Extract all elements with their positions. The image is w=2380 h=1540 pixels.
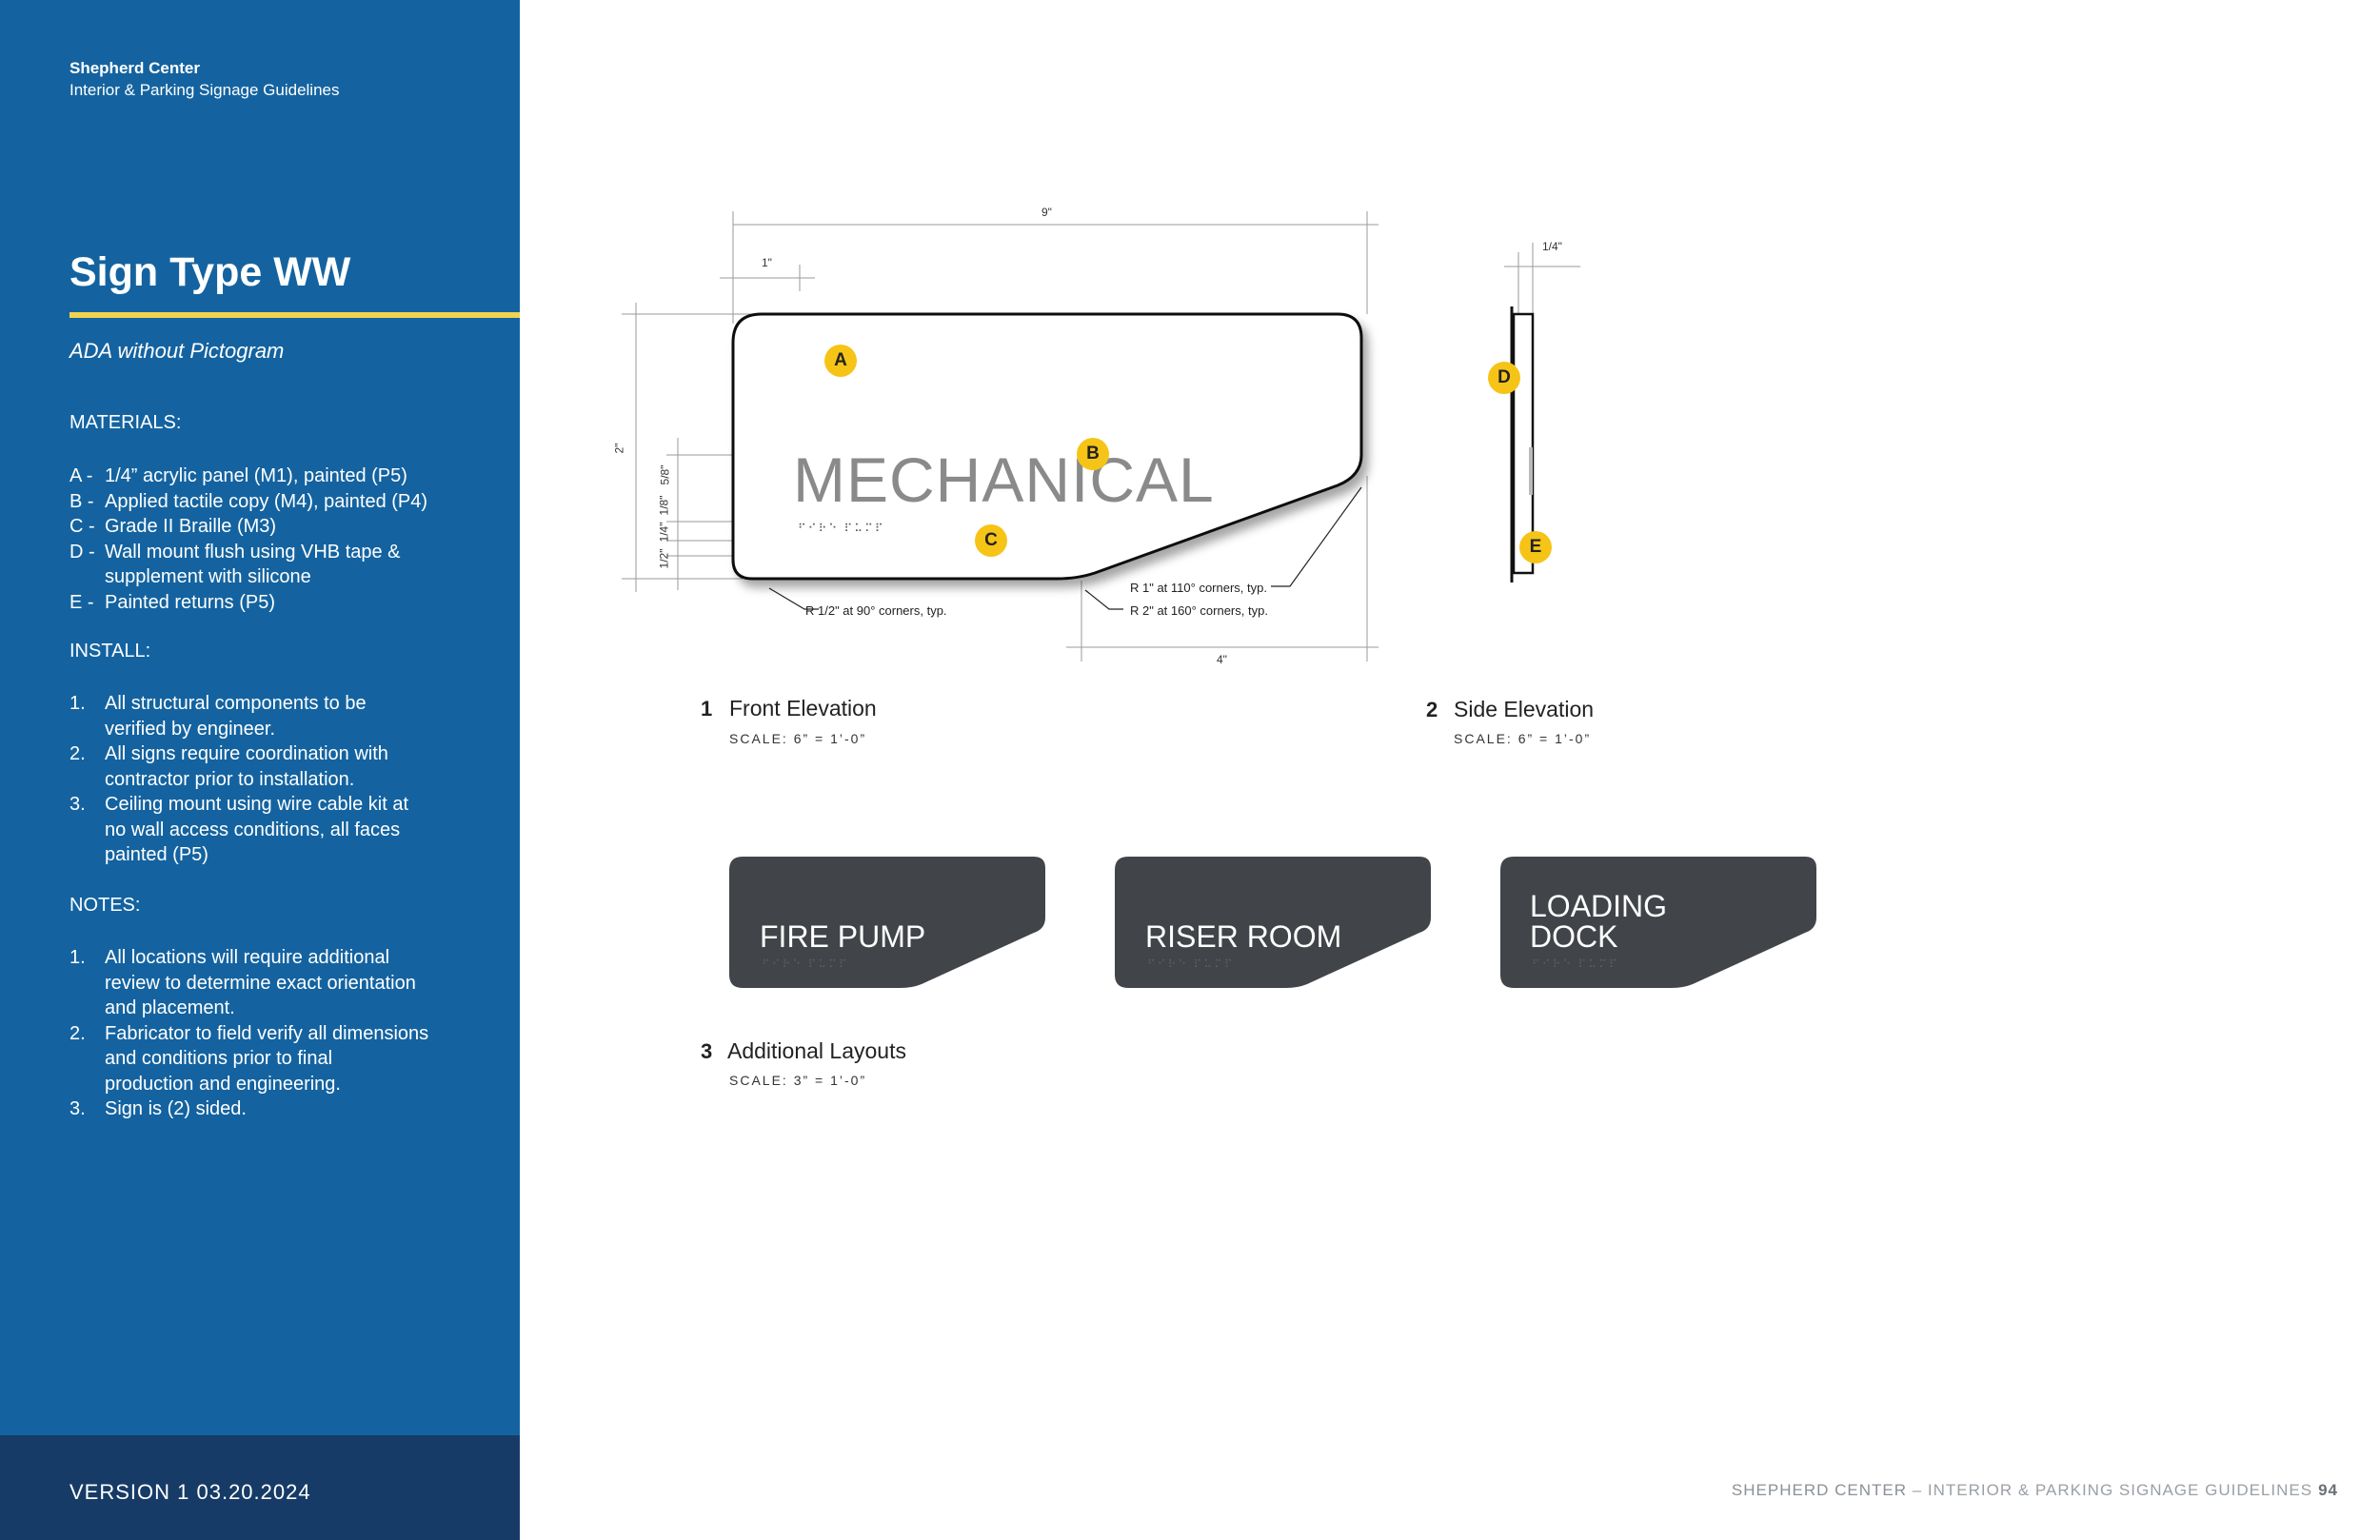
layout-3-braille: ⠋⠊⠗⠑ ⠏⠥⠍⠏ (1532, 958, 1619, 971)
footer-org: SHEPHERD CENTER (1731, 1481, 1908, 1499)
materials-item-line: supplement with silicone (105, 566, 311, 587)
install-key: 1. (69, 693, 86, 714)
materials-item-line: Applied tactile copy (M4), painted (P4) (105, 490, 428, 512)
side-caption-title: Side Elevation (1454, 697, 1595, 721)
install-item-line: All signs require coordination with (105, 743, 388, 764)
install-item-line: no wall access conditions, all faces (105, 819, 401, 840)
callout-e: E (1519, 531, 1552, 563)
front-sign-text: MECHANICAL (793, 444, 1215, 515)
materials-item-line: 1/4” acrylic panel (M1), painted (P5) (105, 465, 407, 486)
notes-item-line: Sign is (2) sided. (105, 1098, 247, 1119)
side-dim: 1/4" (1542, 240, 1562, 253)
footer-doc: INTERIOR & PARKING SIGNAGE GUIDELINES (1927, 1481, 2313, 1499)
note-r160: R 2" at 160° corners, typ. (1130, 603, 1268, 618)
materials-item-line: Wall mount flush using VHB tape & (105, 541, 401, 563)
front-caption-scale: SCALE: 6” = 1’-0” (729, 731, 867, 746)
additional-caption-num: 3 (701, 1039, 713, 1063)
page-number: 94 (2318, 1481, 2338, 1499)
front-braille: ⠋⠊⠗⠑ ⠏⠥⠍⠏ (798, 522, 885, 535)
install-item-line: Ceiling mount using wire cable kit at (105, 794, 409, 815)
install-key: 3. (69, 794, 86, 815)
layout-3-text-line2: DOCK (1530, 919, 1618, 954)
layout-3-text-line1: LOADING (1530, 889, 1668, 923)
brand-subtitle: Interior & Parking Signage Guidelines (69, 81, 340, 99)
page-title: Sign Type WW (69, 249, 351, 295)
notes-item-line: and placement. (105, 997, 235, 1018)
materials-heading: MATERIALS: (69, 412, 182, 433)
notes-item-line: Fabricator to field verify all dimension… (105, 1022, 429, 1044)
page-footer: SHEPHERD CENTER – INTERIOR & PARKING SIG… (1732, 1481, 2338, 1500)
materials-item-line: Grade II Braille (M3) (105, 516, 277, 537)
notes-item-line: and conditions prior to final (105, 1048, 333, 1069)
additional-caption-scale: SCALE: 3” = 1’-0” (729, 1073, 867, 1088)
front-caption-num: 1 (701, 697, 713, 721)
callout-c: C (975, 524, 1007, 557)
sidebar-footer (0, 1435, 520, 1540)
layout-2-text: RISER ROOM (1145, 919, 1342, 954)
notes-item-line: review to determine exact orientation (105, 972, 416, 994)
note-r110: R 1" at 110° corners, typ. (1130, 581, 1267, 595)
callout-a: A (824, 345, 857, 377)
notes-key: 1. (69, 947, 86, 968)
side-caption-num: 2 (1426, 698, 1438, 721)
layout-sign-1 (729, 857, 1045, 988)
materials-item-line: Painted returns (P5) (105, 591, 275, 613)
notes-item-line: All locations will require additional (105, 947, 390, 968)
layout-sign-3 (1500, 857, 1816, 988)
callout-d: D (1488, 362, 1520, 394)
layout-1-braille: ⠋⠊⠗⠑ ⠏⠥⠍⠏ (762, 958, 849, 971)
install-item-line: painted (P5) (105, 844, 208, 865)
note-r90: R 1/2" at 90° corners, typ. (805, 603, 947, 618)
front-caption-title: Front Elevation (729, 696, 877, 721)
install-item-line: verified by engineer. (105, 718, 276, 740)
materials-key: C - (69, 516, 95, 537)
materials-key: B - (69, 490, 94, 512)
side-caption-scale: SCALE: 6” = 1’-0” (1454, 731, 1592, 746)
layout-1-text: FIRE PUMP (760, 919, 926, 954)
version-label: VERSION 1 03.20.2024 (69, 1480, 311, 1504)
brand-name: Shepherd Center (69, 59, 200, 77)
footer-sep: – (1907, 1481, 1928, 1499)
install-item-line: contractor prior to installation. (105, 768, 355, 790)
notes-key: 2. (69, 1022, 86, 1044)
front-sign-panel (731, 312, 1363, 581)
layout-sign-2 (1115, 857, 1431, 988)
dim-inset: 1" (762, 256, 772, 269)
notes-item-line: production and engineering. (105, 1073, 341, 1095)
additional-caption-title: Additional Layouts (727, 1038, 906, 1063)
page-subtitle: ADA without Pictogram (69, 339, 285, 363)
materials-key: D - (69, 541, 95, 563)
materials-key: A - (69, 465, 93, 486)
install-heading: INSTALL: (69, 641, 151, 661)
dim-bottom: 4" (1217, 653, 1227, 666)
sidebar: Shepherd Center Interior & Parking Signa… (0, 0, 520, 1540)
notes-heading: NOTES: (69, 895, 141, 916)
callout-b: B (1077, 438, 1109, 470)
title-rule (69, 312, 520, 318)
install-key: 2. (69, 743, 86, 764)
materials-key: E - (69, 591, 94, 613)
install-item-line: All structural components to be (105, 693, 367, 714)
notes-key: 3. (69, 1098, 86, 1119)
dim-width: 9" (1041, 206, 1052, 219)
layout-2-braille: ⠋⠊⠗⠑ ⠏⠥⠍⠏ (1147, 958, 1235, 971)
